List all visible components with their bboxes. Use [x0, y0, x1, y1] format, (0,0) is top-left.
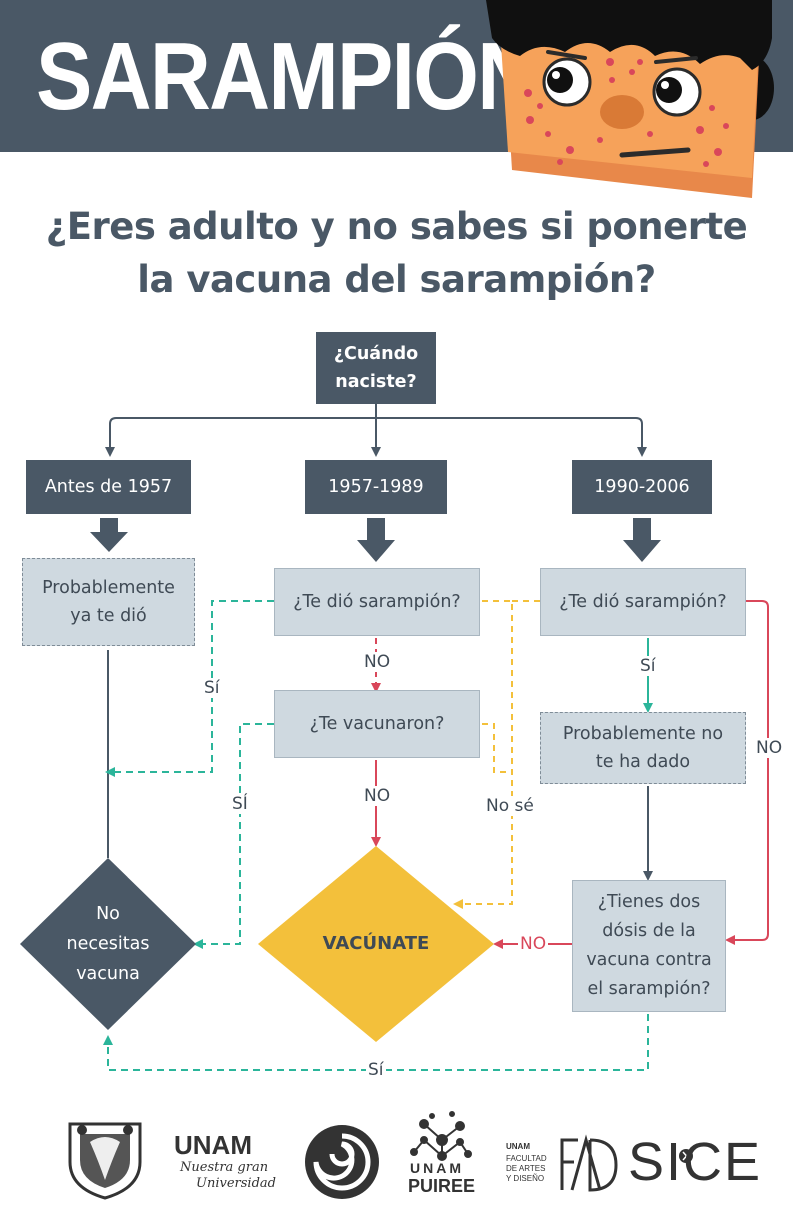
fad-small-4: Y DISEÑO: [506, 1174, 545, 1183]
no-need-line-1: No: [96, 904, 120, 924]
start-line-1: ¿Cuándo: [333, 344, 419, 364]
puiree-text-1: UNAM: [410, 1160, 464, 1176]
diamond-no-need: No necesitas vacuna: [48, 896, 168, 992]
question-line-2: la vacuna del sarampión?: [137, 258, 656, 301]
edge-label-si-left: Sí: [202, 678, 222, 698]
edge-label-no-1: NO: [362, 652, 393, 672]
big-down-arrows: [90, 518, 661, 562]
node-vaccinated: ¿Te vacunaron?: [274, 690, 480, 758]
node-two-doses-line-1: ¿Tienes dos: [597, 892, 701, 912]
node-had-measles-right: ¿Te dió sarampión?: [540, 568, 746, 636]
page-title: SARAMPIÓN: [36, 23, 538, 130]
node-two-doses-line-3: vacuna contra: [586, 950, 712, 970]
edge-label-si-mid: SÍ: [230, 794, 250, 814]
node-had-measles-mid: ¿Te dió sarampión?: [274, 568, 480, 636]
node-two-doses-line-2: dósis de la: [602, 921, 696, 941]
connector-si-mid: [193, 723, 274, 949]
question-line-1: ¿Eres adulto y no sabes si ponerte: [45, 205, 748, 248]
puiree-text-2: PUIREE: [408, 1176, 476, 1196]
unam-wordmark-sub1: Nuestra gran: [180, 1160, 269, 1175]
swirl-logo: [305, 1125, 379, 1199]
edge-label-no-se: No sé: [484, 796, 536, 816]
start-line-2: naciste?: [335, 372, 417, 392]
connector-start-split: [105, 404, 647, 457]
branch-before-1957: Antes de 1957: [26, 460, 191, 514]
diamond-vaccinate-shape: [258, 846, 494, 1042]
branch-1957-1989: 1957-1989: [305, 460, 447, 514]
sice-text: SICE: [628, 1132, 763, 1192]
fad-logo: [560, 1134, 618, 1192]
edge-label-si-bottom: Sí: [366, 1060, 386, 1080]
node-probably-had-line-2: ya te dió: [70, 606, 147, 626]
diamond-vaccinate: VACÚNATE: [322, 933, 430, 954]
diamond-no-need-shape: [20, 858, 196, 1030]
node-probably-not-line-1: Probablemente no: [562, 724, 724, 744]
edge-label-no-2: NO: [362, 786, 393, 806]
edge-label-si-right: Sí: [638, 656, 658, 676]
sick-face-icon: [486, 0, 774, 198]
sice-leaf-icon: [679, 1149, 693, 1163]
no-need-line-3: vacuna: [76, 964, 140, 984]
no-need-line-2: necesitas: [66, 934, 150, 954]
fad-small-2: FACULTAD: [506, 1154, 547, 1163]
connector-no-right: [725, 600, 769, 945]
node-two-doses-line-4: el sarampión?: [587, 979, 711, 999]
start-box: ¿Cuándo naciste?: [316, 332, 436, 404]
node-probably-had-line-1: Probablemente: [42, 578, 175, 598]
puiree-network-logo: [410, 1111, 472, 1161]
node-probably-not-line-2: te ha dado: [595, 752, 691, 772]
unam-seal-logo: [68, 1122, 142, 1200]
branch-1990-2006: 1990-2006: [572, 460, 712, 514]
edge-label-no-right: NO: [754, 738, 785, 758]
node-probably-not: Probablemente no te ha dado: [540, 712, 746, 784]
unam-wordmark-sub2: Universidad: [196, 1176, 276, 1191]
fad-small-3: DE ARTES: [506, 1164, 546, 1173]
node-two-doses: ¿Tienes dos dósis de la vacuna contra el…: [572, 880, 726, 1012]
connector-no-se: [453, 600, 540, 909]
unam-wordmark-text: UNAM: [174, 1130, 252, 1160]
edge-label-no-doses: NO: [518, 934, 549, 954]
node-probably-had: Probablemente ya te dió: [22, 558, 195, 646]
main-question: ¿Eres adulto y no sabes si ponerte la va…: [0, 200, 793, 306]
fad-small-1: UNAM: [506, 1142, 530, 1151]
